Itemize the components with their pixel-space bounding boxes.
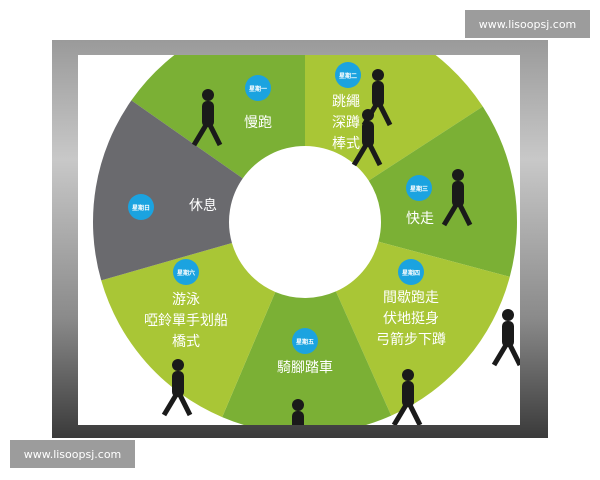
day-badge-tuesday: 星期二: [335, 62, 361, 88]
day-badge-thursday: 星期四: [398, 259, 424, 285]
exercise-label: 深蹲: [332, 115, 360, 131]
athlete-silhouette-icon: [191, 89, 223, 147]
exercise-label: 休息: [189, 198, 217, 214]
weekly-exercise-wheel: 星期一慢跑星期二跳繩深蹲棒式星期三快走星期四間歇跑走伏地挺身弓箭步下蹲星期五騎腳…: [78, 55, 520, 425]
segment-thursday: [335, 241, 510, 416]
exercise-label: 快走: [406, 211, 434, 227]
exercise-list-wednesday: 快走: [406, 209, 434, 230]
exercise-list-monday: 慢跑: [244, 113, 272, 134]
segment-sunday: [92, 100, 243, 281]
day-badge-wednesday: 星期三: [406, 175, 432, 201]
athlete-silhouette-icon: [441, 169, 473, 227]
exercise-label: 跳繩: [332, 94, 360, 110]
athlete-silhouette-icon: [161, 359, 193, 417]
exercise-list-tuesday: 跳繩深蹲棒式: [332, 92, 360, 155]
watermark-bottom: www.lisoopsj.com: [10, 440, 135, 468]
exercise-label: 弓箭步下蹲: [376, 332, 446, 348]
wheel-svg: [92, 55, 520, 425]
day-badge-saturday: 星期六: [173, 259, 199, 285]
athlete-silhouette-icon: [491, 309, 520, 367]
exercise-list-sunday: 休息: [189, 196, 217, 217]
exercise-label: 間歇跑走: [383, 290, 439, 306]
watermark-top: www.lisoopsj.com: [465, 10, 590, 38]
day-badge-friday: 星期五: [292, 328, 318, 354]
day-badge-monday: 星期一: [245, 75, 271, 101]
segment-friday: [222, 291, 392, 425]
exercise-label: 啞鈴單手划船: [144, 313, 228, 329]
segment-saturday: [101, 242, 276, 418]
day-badge-sunday: 星期日: [128, 194, 154, 220]
exercise-list-thursday: 間歇跑走伏地挺身弓箭步下蹲: [376, 288, 446, 351]
exercise-list-saturday: 游泳啞鈴單手划船橋式: [144, 290, 228, 353]
exercise-label: 伏地挺身: [383, 311, 439, 327]
exercise-label: 棒式: [332, 136, 360, 152]
exercise-label: 游泳: [172, 292, 200, 308]
athlete-silhouette-icon: [351, 109, 383, 167]
exercise-label: 慢跑: [244, 115, 272, 131]
segment-wednesday: [368, 106, 517, 277]
athlete-silhouette-icon: [292, 399, 304, 425]
exercise-label: 橋式: [172, 334, 200, 350]
exercise-list-friday: 騎腳踏車: [277, 358, 333, 379]
exercise-label: 騎腳踏車: [277, 360, 333, 376]
athlete-silhouette-icon: [391, 369, 423, 425]
